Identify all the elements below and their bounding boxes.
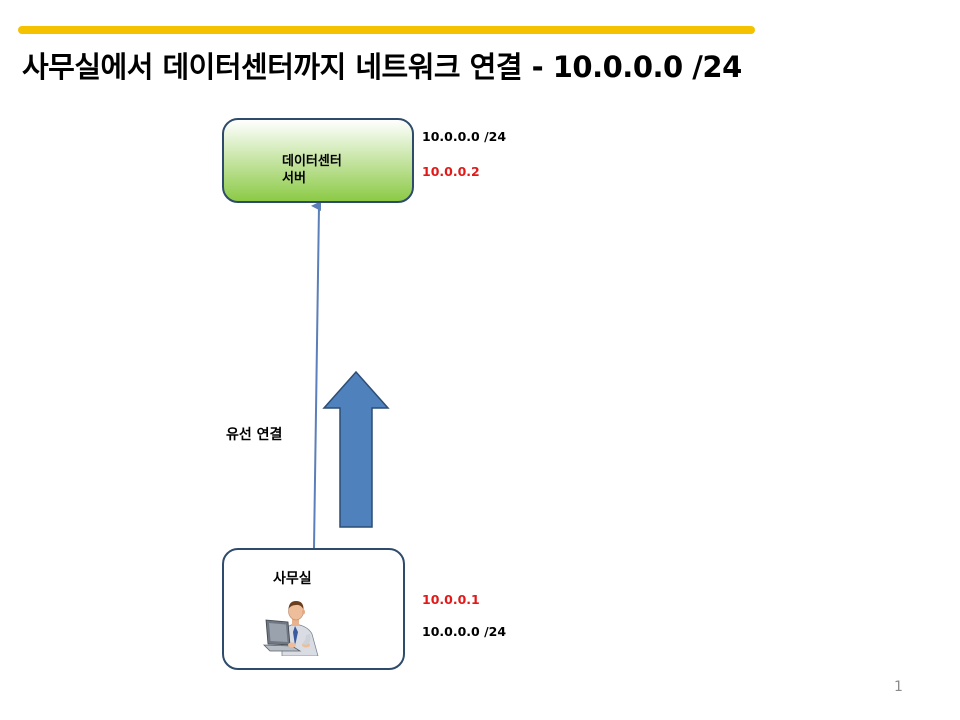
wired-link-line [311, 201, 322, 549]
wired-connection-label: 유선 연결 [226, 427, 283, 443]
datacenter-network-text: 10.0.0.0 /24 [422, 129, 507, 144]
slide-title: 사무실에서 데이터센터까지 네트워크 연결 - 10.0.0.0 /24 [22, 50, 742, 84]
datacenter-server-node: 데이터센터 서버 [222, 118, 414, 203]
office-network-text: 10.0.0.0 /24 [422, 624, 507, 639]
datacenter-ip-text: 10.0.0.2 [422, 164, 480, 179]
office-label: 사무실 [273, 571, 312, 587]
page-number: 1 [894, 679, 903, 695]
datacenter-label-line2: 서버 [282, 171, 306, 186]
person-at-laptop-icon [262, 601, 319, 656]
office-ip-text: 10.0.0.1 [422, 592, 480, 607]
up-arrow-icon [322, 370, 390, 528]
datacenter-label-line1: 데이터센터 [282, 154, 342, 169]
title-accent-bar [18, 26, 755, 34]
office-node: 사무실 [222, 548, 405, 670]
